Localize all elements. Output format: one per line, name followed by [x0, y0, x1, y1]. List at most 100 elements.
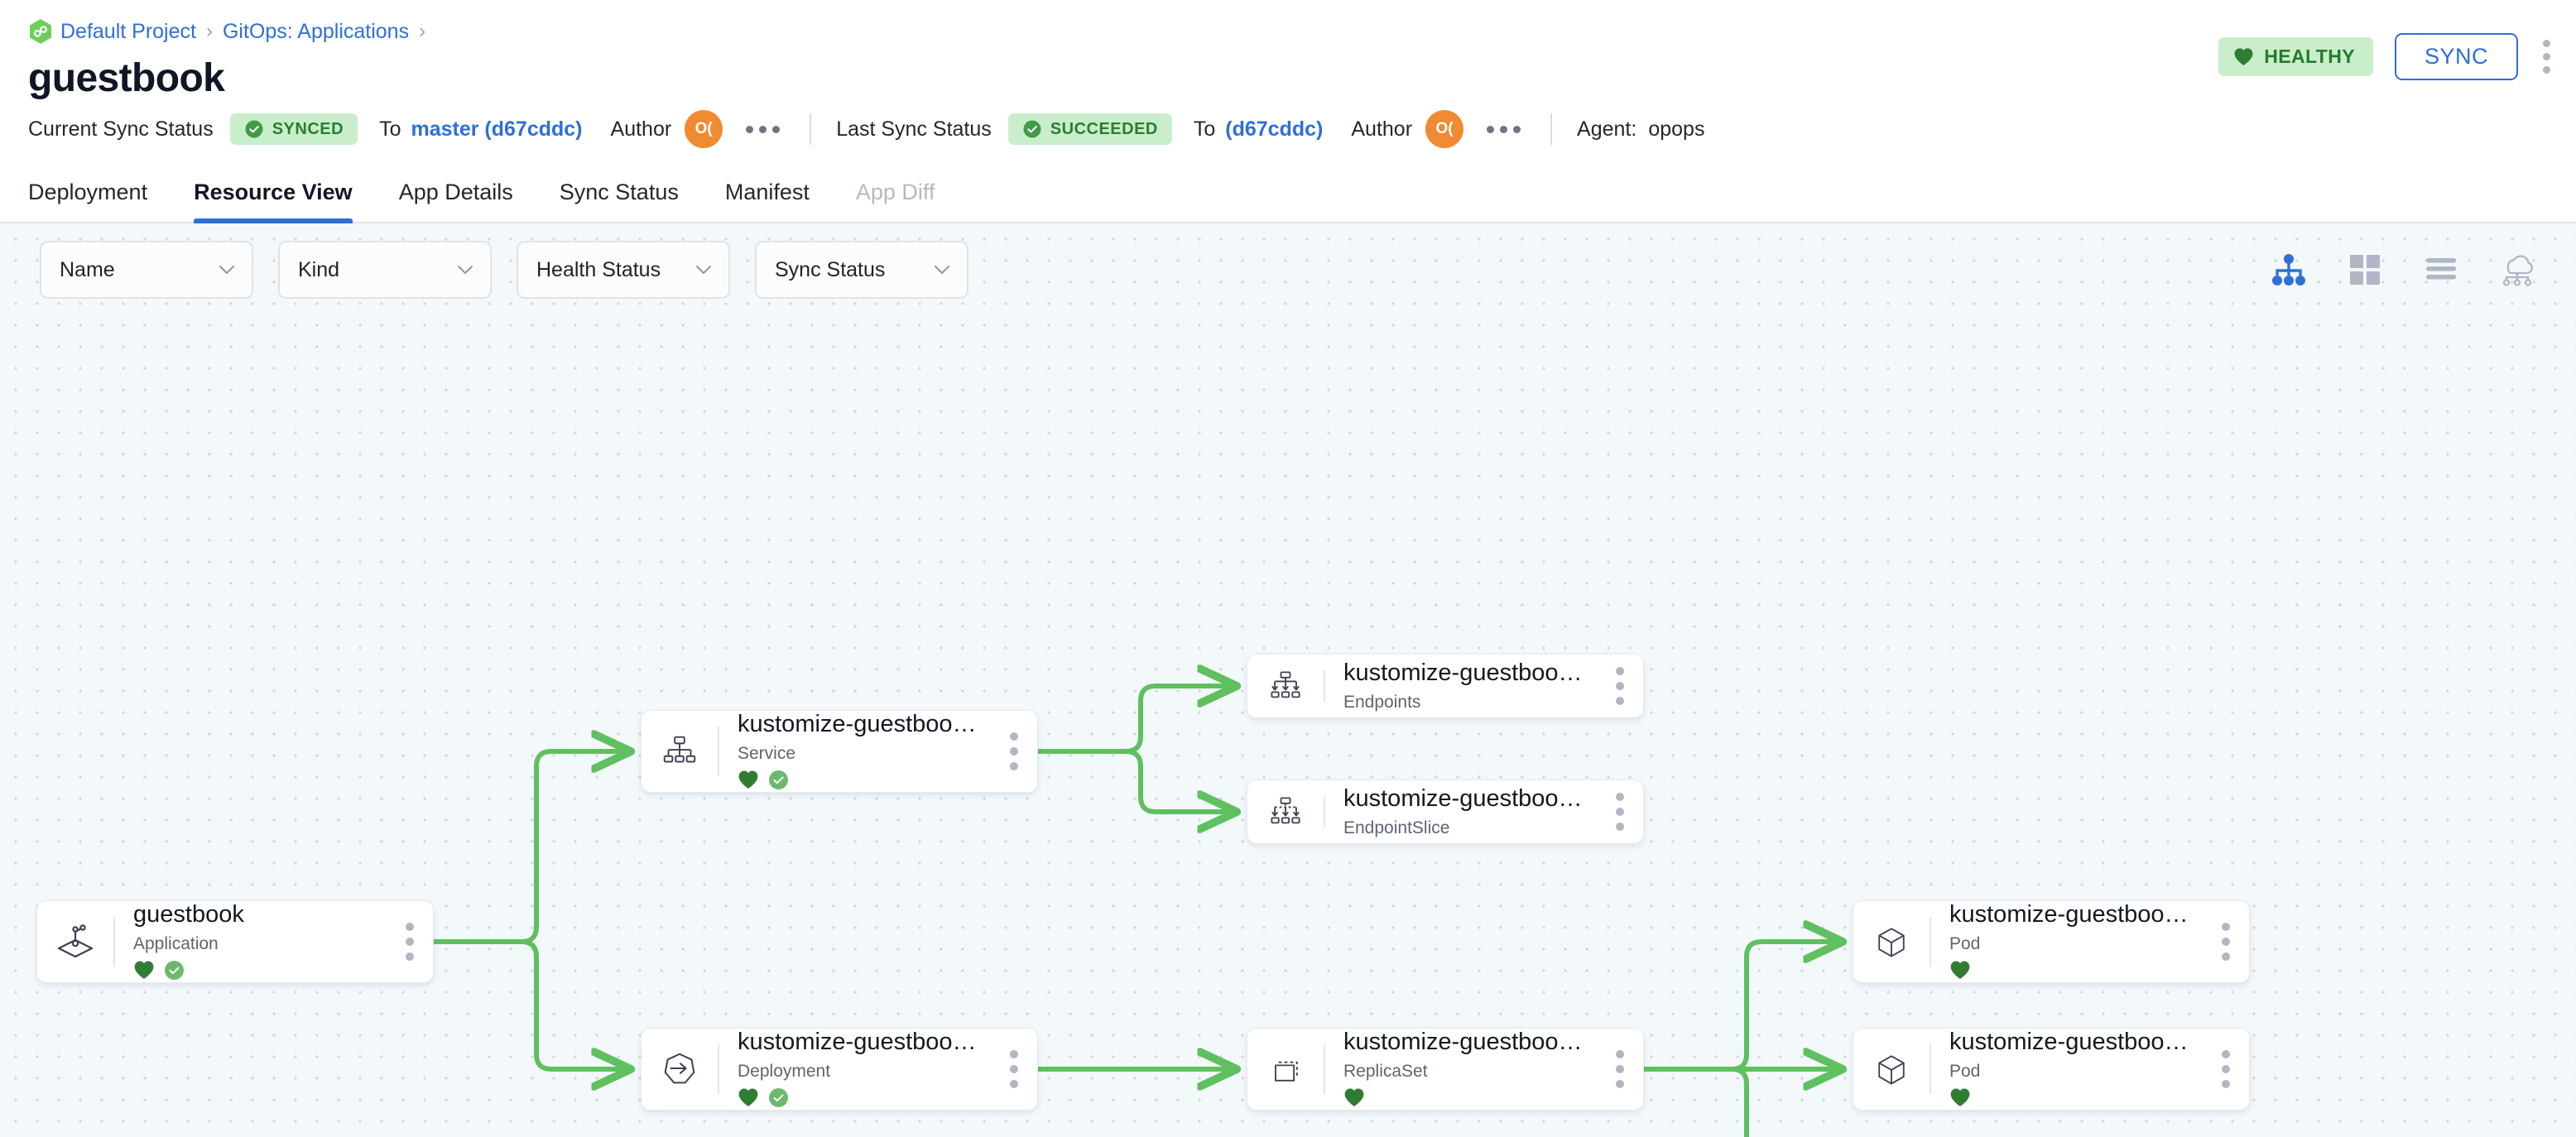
tab-app-details[interactable]: App Details [398, 180, 513, 205]
node-overflow-menu-icon[interactable] [2203, 1050, 2249, 1089]
breadcrumb-item-applications[interactable]: GitOps: Applications [222, 19, 410, 43]
page-title: guestbook [28, 56, 225, 100]
sync-button[interactable]: SYNC [2394, 33, 2518, 80]
current-revision-link[interactable]: master (d67cddc) [411, 117, 583, 141]
tab-manifest[interactable]: Manifest [724, 180, 810, 205]
current-author-avatar[interactable]: O( [685, 110, 723, 149]
tab-deployment[interactable]: Deployment [28, 180, 148, 205]
node-divider [1324, 1044, 1325, 1095]
last-to-label: To [1193, 117, 1216, 141]
node-body: kustomize-guestbook-ui-… Pod [1931, 1028, 2203, 1111]
chevron-down-icon [934, 261, 950, 280]
last-sync-status-label: Last Sync Status [836, 117, 992, 141]
node-body: kustomize-guestbook-ui-… ReplicaSet [1325, 1028, 1597, 1111]
node-kind: Service [738, 744, 796, 764]
node-name: kustomize-guestbook-ui-… [1949, 901, 2194, 928]
filter-kind-label: Kind [298, 257, 340, 281]
graph-node-deployment[interactable]: kustomize-guestbook-ui Deployment [641, 1028, 1038, 1111]
filter-kind[interactable]: Kind [278, 241, 492, 300]
node-kind: Deployment [738, 1062, 831, 1082]
filter-name-label: Name [60, 257, 115, 281]
deployment-icon [642, 1048, 718, 1090]
filter-group: Name Kind Health Status Sync Status [40, 241, 968, 300]
heart-icon [1949, 960, 1971, 984]
filter-sync-status-label: Sync Status [775, 257, 886, 281]
grid-view-icon[interactable] [2346, 251, 2384, 289]
last-author-avatar[interactable]: O( [1425, 110, 1464, 149]
heart-icon [738, 770, 759, 794]
last-sync-overflow-menu-icon[interactable] [1482, 121, 1526, 138]
node-overflow-menu-icon[interactable] [991, 732, 1037, 771]
node-divider [718, 727, 719, 777]
replicaset-icon [1247, 1049, 1324, 1089]
node-name: kustomize-guestbook-ui-… [1343, 1029, 1588, 1056]
last-sync-status-value: SUCCEEDED [1050, 119, 1158, 138]
graph-node-pod-1[interactable]: kustomize-guestbook-ui-… Pod [1853, 900, 2250, 984]
health-status-label: HEALTHY [2264, 46, 2355, 67]
node-divider [1324, 796, 1325, 828]
filter-name[interactable]: Name [40, 241, 253, 300]
graph-node-replicaset[interactable]: kustomize-guestbook-ui-… ReplicaSet [1247, 1028, 1644, 1111]
view-toggle-group [2270, 251, 2536, 289]
header-overflow-menu-icon[interactable] [2540, 36, 2550, 77]
current-author-label: Author [610, 117, 672, 141]
breadcrumb-separator-1: › [205, 20, 213, 42]
check-circle-icon [768, 1087, 789, 1111]
node-overflow-menu-icon[interactable] [2203, 923, 2249, 962]
list-view-icon[interactable] [2422, 251, 2460, 289]
breadcrumb-separator-2: › [419, 20, 426, 42]
node-name: kustomize-guestbook-ui [1343, 659, 1588, 686]
node-overflow-menu-icon[interactable] [991, 1050, 1037, 1089]
breadcrumb-item-project[interactable]: Default Project [60, 19, 196, 43]
graph-node-pod-2[interactable]: kustomize-guestbook-ui-… Pod [1853, 1028, 2250, 1111]
graph-node-endpoints[interactable]: kustomize-guestbook-ui Endpoints [1247, 654, 1644, 719]
node-badges [1949, 1088, 2194, 1111]
chevron-down-icon [457, 261, 473, 280]
node-body: kustomize-guestbook-ui-… EndpointSlice [1325, 784, 1597, 841]
status-bar: Current Sync Status SYNCED To master (d6… [0, 99, 2576, 160]
heart-icon [133, 960, 155, 984]
current-sync-status-badge: SYNCED [229, 113, 358, 146]
node-divider [113, 917, 115, 967]
status-divider-1 [810, 113, 812, 146]
node-body: guestbook Application [115, 900, 387, 984]
check-circle-icon [1022, 119, 1042, 139]
node-overflow-menu-icon[interactable] [387, 923, 433, 962]
graph-node-endpointslice[interactable]: kustomize-guestbook-ui-… EndpointSlice [1247, 780, 1644, 845]
tab-resource-view[interactable]: Resource View [171, 180, 376, 224]
tree-view-icon[interactable] [2270, 251, 2308, 289]
node-name: kustomize-guestbook-ui-… [1949, 1029, 2194, 1056]
node-body: kustomize-guestbook-ui Service [719, 710, 991, 794]
node-overflow-menu-icon[interactable] [1597, 1050, 1643, 1089]
node-kind: Pod [1949, 1062, 1981, 1082]
header-actions: HEALTHY SYNC [2218, 33, 2550, 80]
argo-hexagon-logo-icon [28, 18, 53, 45]
heart-icon [1343, 1087, 1365, 1111]
network-view-icon[interactable] [2498, 251, 2536, 289]
tab-sync-status[interactable]: Sync Status [559, 180, 679, 205]
graph-node-application[interactable]: guestbook Application [36, 900, 434, 984]
node-overflow-menu-icon[interactable] [1597, 793, 1643, 832]
tab-bar: Deployment Resource View App Details Syn… [0, 159, 2576, 224]
last-revision-link[interactable]: (d67cddc) [1225, 117, 1324, 141]
filter-health-status[interactable]: Health Status [517, 241, 730, 300]
resource-graph-canvas[interactable]: Name Kind Health Status Sync Status [0, 223, 2576, 1137]
node-name: guestbook [133, 901, 244, 928]
node-badges [1343, 1088, 1588, 1111]
node-overflow-menu-icon[interactable] [1597, 667, 1643, 706]
graph-node-service[interactable]: kustomize-guestbook-ui Service [641, 710, 1038, 794]
endpoints-icon [1247, 666, 1324, 706]
service-icon [642, 731, 718, 772]
app-header: Default Project › GitOps: Applications ›… [0, 0, 2576, 100]
node-name: kustomize-guestbook-ui [738, 1029, 983, 1056]
heart-icon [2233, 47, 2254, 66]
chevron-down-icon [695, 261, 712, 280]
health-status-badge: HEALTHY [2218, 37, 2373, 76]
current-sync-overflow-menu-icon[interactable] [741, 121, 785, 138]
node-divider [718, 1044, 719, 1095]
filter-sync-status[interactable]: Sync Status [755, 241, 968, 300]
endpointslice-icon [1247, 792, 1324, 832]
heart-icon [738, 1087, 759, 1111]
last-sync-status-badge: SUCCEEDED [1007, 113, 1172, 146]
breadcrumb: Default Project › GitOps: Applications › [28, 18, 2543, 45]
